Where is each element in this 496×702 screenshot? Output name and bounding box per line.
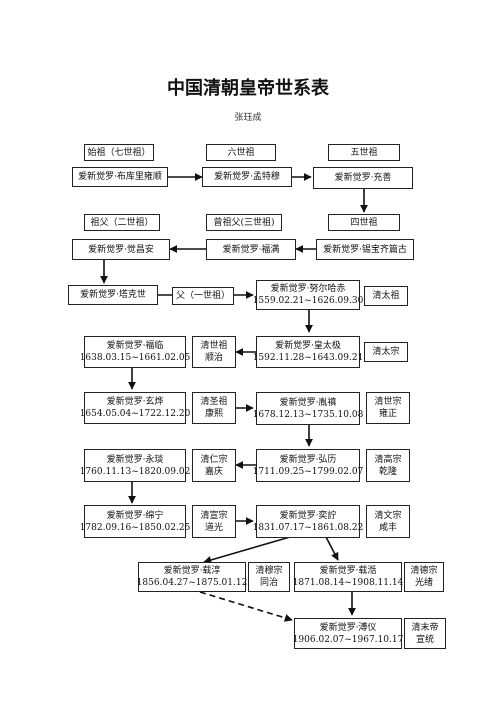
title-huangtaiji: 清太宗	[364, 342, 408, 362]
title-puyi-temple: 清末帝	[411, 622, 439, 633]
gen-label-great-grandfather: 曾祖父(三世祖)	[206, 214, 282, 231]
person-nurhaci-name: 爱新觉罗·努尔哈赤	[270, 284, 346, 294]
person-xuanye-dates: 1654.05.04~1722.12.20	[79, 409, 191, 419]
person-zaitian-name: 爱新觉罗·载湉	[319, 566, 377, 576]
person-fulin: 爱新觉罗·福临 1638.03.15~1661.02.05	[80, 336, 190, 368]
title-xuanye: 清圣祖 康熙	[192, 392, 236, 424]
title-yongyan: 清仁宗 嘉庆	[192, 449, 236, 482]
author: 张珏成	[234, 113, 262, 123]
person-minning-dates: 1782.09.16~1850.02.25	[79, 522, 191, 533]
person-xibao: 爱新觉罗·锡宝齐篇古	[316, 239, 414, 260]
person-takeshi: 爱新觉罗·塔克世	[68, 285, 158, 305]
person-fulin-name: 爱新觉罗·福临	[106, 341, 164, 351]
gen-label-grandfather: 祖父（二世祖）	[84, 214, 160, 231]
person-huangtaiji-name: 爱新觉罗·皇太极	[275, 341, 341, 351]
person-nurhaci-dates: 1559.02.21~1626.09.30	[252, 296, 364, 306]
person-minning-name: 爱新觉罗·绵宁	[106, 510, 164, 521]
title-zaitian: 清德宗 光绪	[404, 562, 444, 592]
title-yongyan-temple: 清仁宗	[200, 454, 228, 465]
title-puyi: 清末帝 宣统	[404, 618, 446, 649]
title-yizhu-era: 咸丰	[378, 522, 397, 533]
arrow-yizhu-to-zaichun	[203, 536, 291, 564]
gen-label-fourth-ancestor: 四世祖	[328, 214, 400, 231]
arrow-zaichun-to-puyi-dashed	[199, 591, 293, 622]
person-huangtaiji-dates: 1592.11.28~1643.09.21	[252, 353, 364, 363]
title-fulin: 清世祖 顺治	[192, 336, 236, 368]
person-zaichun: 爱新觉罗·载淳 1856.04.27~1875.01.12	[136, 562, 248, 592]
person-yizhu-name: 爱新觉罗·奕詝	[279, 510, 337, 521]
person-yongyan-dates: 1760.11.13~1820.09.02	[79, 466, 191, 477]
person-yinzhen: 爱新觉罗·胤禛 1678.12.13~1735.10.08	[253, 392, 363, 425]
person-yizhu-dates: 1831.07.17~1861.08.22	[252, 522, 364, 533]
person-puyi: 爱新觉罗·溥仪 1906.02.07~1967.10.17	[292, 618, 404, 649]
person-zaitian-dates: 1871.08.14~1908.11.14	[292, 578, 404, 588]
title-yongyan-era: 嘉庆	[204, 466, 223, 477]
person-fuman: 爱新觉罗·福满	[206, 239, 296, 260]
title-hongli: 清高宗 乾隆	[366, 449, 410, 482]
person-zaichun-dates: 1856.04.27~1875.01.12	[136, 578, 248, 588]
person-xuanye-name: 爱新觉罗·玄烨	[106, 397, 164, 407]
gen-label-fifth-ancestor: 五世祖	[328, 144, 400, 161]
person-yongyan-name: 爱新觉罗·永琰	[106, 454, 164, 465]
page-title: 中国清朝皇帝世系表	[167, 78, 329, 99]
title-zaichun: 清穆宗 同治	[248, 562, 290, 592]
title-fulin-temple: 清世祖	[200, 341, 228, 351]
title-yinzhen-era: 雍正	[378, 409, 397, 419]
person-zaitian: 爱新觉罗·载湉 1871.08.14~1908.11.14	[292, 562, 404, 592]
title-zaichun-era: 同治	[259, 578, 278, 588]
person-hongli-name: 爱新觉罗·弘历	[279, 454, 337, 465]
title-hongli-era: 乾隆	[378, 466, 397, 477]
title-yinzhen-temple: 清世宗	[374, 397, 402, 407]
title-minning: 清宣宗 道光	[192, 505, 236, 538]
person-yongyan: 爱新觉罗·永琰 1760.11.13~1820.09.02	[80, 449, 190, 482]
gen-label-seventh-ancestor: 始祖（七世祖）	[84, 144, 154, 161]
person-hongli-dates: 1711.09.25~1799.02.07	[252, 466, 364, 477]
person-chongshan: 爱新觉罗·充善	[313, 167, 413, 189]
person-mengte: 爱新觉罗·孟特穆	[202, 167, 292, 187]
title-fulin-era: 顺治	[204, 353, 223, 363]
person-nurhaci: 爱新觉罗·努尔哈赤 1559.02.21~1626.09.30	[253, 280, 363, 310]
person-hongli: 爱新觉罗·弘历 1711.09.25~1799.02.07	[253, 449, 363, 482]
person-fulin-dates: 1638.03.15~1661.02.05	[79, 353, 191, 363]
person-minning: 爱新觉罗·绵宁 1782.09.16~1850.02.25	[80, 505, 190, 538]
person-puyi-name: 爱新觉罗·溥仪	[319, 622, 377, 633]
title-minning-era: 道光	[204, 522, 223, 533]
title-yizhu: 清文宗 咸丰	[366, 505, 410, 538]
person-buku: 爱新觉罗·布库里雍顺	[72, 167, 168, 187]
title-zaitian-era: 光绪	[414, 578, 433, 588]
title-xuanye-temple: 清圣祖	[200, 397, 228, 407]
title-puyi-era: 宣统	[415, 634, 434, 645]
person-yizhu: 爱新觉罗·奕詝 1831.07.17~1861.08.22	[253, 505, 363, 538]
gen-label-father: 父（一世祖）	[172, 287, 234, 305]
title-xuanye-era: 康熙	[204, 409, 223, 419]
title-zaitian-temple: 清德宗	[410, 566, 438, 576]
person-yinzhen-dates: 1678.12.13~1735.10.08	[252, 409, 364, 420]
person-zaichun-name: 爱新觉罗·载淳	[163, 566, 221, 576]
title-hongli-temple: 清高宗	[374, 454, 402, 465]
person-xuanye: 爱新觉罗·玄烨 1654.05.04~1722.12.20	[80, 392, 190, 424]
title-yinzhen: 清世宗 雍正	[366, 392, 410, 424]
gen-label-sixth-ancestor: 六世祖	[206, 144, 276, 161]
title-yizhu-temple: 清文宗	[374, 510, 402, 521]
title-nurhaci: 清太祖	[364, 286, 408, 306]
person-puyi-dates: 1906.02.07~1967.10.17	[292, 634, 404, 645]
person-jiaochang: 爱新觉罗·觉昌安	[72, 239, 170, 260]
arrow-yizhu-to-zaitian	[325, 536, 339, 561]
person-huangtaiji: 爱新觉罗·皇太极 1592.11.28~1643.09.21	[253, 336, 363, 368]
person-yinzhen-name: 爱新觉罗·胤禛	[279, 397, 337, 408]
title-minning-temple: 清宣宗	[200, 510, 228, 521]
title-zaichun-temple: 清穆宗	[255, 566, 283, 576]
